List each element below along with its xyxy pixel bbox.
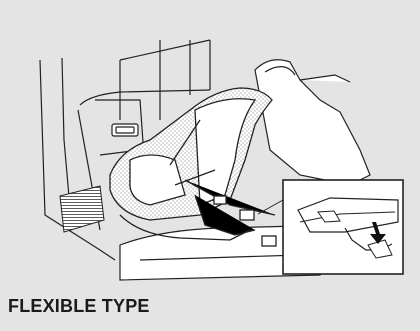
anchor-inset: [283, 180, 403, 274]
figure-caption: FLEXIBLE TYPE: [8, 296, 150, 317]
child-seat: [110, 88, 276, 246]
door-handle: [112, 124, 138, 136]
door-speaker-grille: [60, 186, 104, 232]
inset-leader-line: [258, 200, 283, 214]
child-seat-illustration: [0, 0, 420, 290]
